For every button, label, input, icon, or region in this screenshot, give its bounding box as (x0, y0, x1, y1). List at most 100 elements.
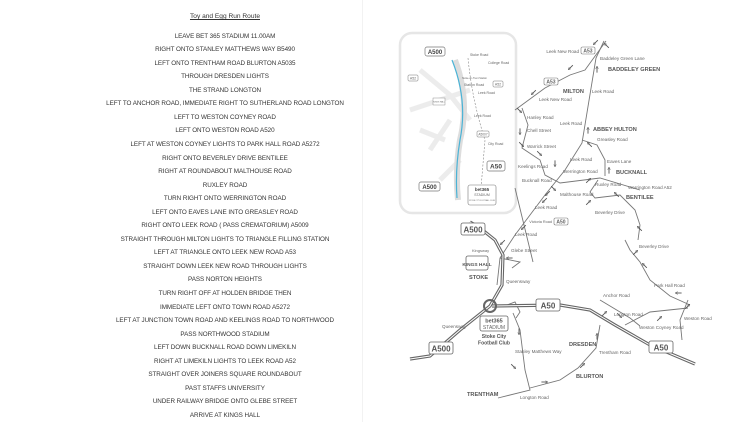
route-step: TURN RIGHT ONTO WERRINGTON ROAD (163, 195, 287, 203)
inset-a5007: A5007 (478, 133, 487, 137)
label-bucknall-road: Bucknall Road (522, 178, 552, 183)
label-beverley-drive: Beverley Drive (595, 210, 625, 215)
road-badge-a500: A500 (463, 226, 483, 235)
arrow-icon (601, 312, 606, 317)
town-stoke: STOKE (469, 275, 488, 281)
town-bentilee: BENTILEE (626, 195, 654, 201)
label-glebe-street: Glebe Street (511, 248, 538, 253)
arrow-icon (522, 224, 527, 229)
arrow-icon (543, 197, 548, 202)
route-step: LEFT ONTO EAVES LANE INTO GREASLEY ROAD (152, 208, 298, 216)
road-badge-a50-victoria: A50 (556, 220, 565, 226)
route-step: RIGHT ONTO BEVERLEY DRIVE BENTILEE (162, 154, 288, 162)
inset-leek-road-1: Leek Road (478, 91, 495, 95)
town-abbey-hulton: ABBEY HULTON (593, 127, 637, 133)
inset-college-road: College Road (488, 61, 509, 65)
label-stanley-matthews-way: Stanley Matthews Way (515, 349, 562, 354)
route-step: LEFT TO WESTON COYNEY ROAD (174, 113, 276, 121)
stadium-marker (479, 315, 509, 332)
route-directions: Toy and Egg Run Route LEAVE BET 365 STAD… (90, 10, 360, 422)
route-step: LEFT AT JUNCTION TOWN ROAD AND KEELINGS … (115, 317, 335, 325)
inset-club: STOKE CITY FOOTBALL CLUB (469, 199, 496, 202)
label-leek-road-3: Leek Road (570, 157, 593, 162)
label-ruxley-road: Ruxley Road (595, 182, 622, 187)
label-beverley-drive-2: Beverley Drive (639, 244, 669, 249)
label-club-2: Football Club (478, 341, 510, 347)
arrow-icon (516, 107, 521, 112)
route-step: STRAIGHT THROUGH MILTON LIGHTS TO TRIANG… (120, 235, 330, 243)
route-step: RIGHT AT ROUNDABOUT MALTHOUSE ROAD (158, 168, 292, 176)
label-leek-road: Leek Road (592, 89, 615, 94)
town-bucknall: BUCKNALL (616, 170, 648, 176)
label-werrington-road-a52: Werrington Road A52 (628, 185, 672, 190)
route-step: RUXLEY ROAD (202, 181, 248, 189)
arrow-icon (510, 363, 515, 368)
route-step: LEFT ONTO WESTON ROAD A520 (175, 127, 275, 135)
label-greasley-road: Greasley Road (597, 137, 628, 142)
label-leek-road-4: Leek Road (535, 205, 558, 210)
label-warrick-street: Warrick Street (527, 144, 557, 149)
label-stadium-brand: bet365 (485, 319, 502, 325)
route-title: Toy and Egg Run Route (189, 13, 260, 20)
inset-map: A500 Stoke Road College Road Stoke-on-Tr… (398, 31, 518, 215)
town-baddeley-green: BADDELEY GREEN (608, 67, 660, 73)
label-longton-road-2: Longton Road (520, 395, 549, 400)
label-hanley-road: Hanley Road (527, 115, 554, 120)
town-milton: MILTON (563, 89, 584, 95)
route-step: LEFT DOWN BUCKNALL ROAD DOWN LIMEKILN (154, 344, 296, 352)
page-fold-divider (362, 0, 363, 422)
arrow-icon (585, 179, 590, 184)
route-steps-list: LEAVE BET 365 STADIUM 11.00AM RIGHT ONTO … (90, 30, 360, 422)
route-step: PAST STAFFS UNIVERSITY (185, 384, 265, 392)
route-step: RIGHT ONTO STANLEY MATTHEWS WAY B5490 (155, 46, 295, 54)
arrow-icon (605, 44, 610, 49)
label-anchor-road: Anchor Road (603, 293, 630, 298)
route-step: LEFT TO ANCHOR ROAD, IMMEDIATE RIGHT TO … (106, 100, 344, 108)
inset-stoke-road: Stoke Road (470, 53, 488, 57)
label-baddeley-green-lane: Baddeley Green Lane (600, 56, 645, 61)
inset-leek-road-2: Leek Road (474, 114, 491, 118)
route-step: LEAVE BET 365 STADIUM 11.00AM (174, 32, 276, 40)
inset-kings-hall: KINGS HALL (433, 101, 446, 104)
arrow-icon (536, 150, 541, 155)
label-queensway: Queensway (506, 279, 531, 284)
inset-a50: A50 (490, 164, 502, 171)
label-werrington-road: Werrington Road (563, 169, 598, 174)
arrow-icon (638, 227, 643, 232)
route-step: LEFT ONTO TRENTHAM ROAD BLURTON A5035 (154, 59, 296, 67)
route-step: ARRIVE AT KINGS HALL (189, 411, 261, 419)
arrow-icon (546, 190, 551, 195)
arrow-icon (643, 264, 648, 269)
label-victoria-road: Victoria Road (529, 220, 552, 224)
label-stadium: STADIUM (483, 325, 505, 331)
route-step: IMMEDIATE LEFT ONTO TOWN ROAD A5272 (160, 303, 290, 311)
inset-stadium: STADIUM (474, 193, 490, 197)
inset-city-road: City Road (488, 142, 503, 146)
inset-station-road: Station Road (464, 83, 484, 87)
route-step: THROUGH DRESDEN LIGHTS (181, 73, 269, 81)
label-trentham-road: Trentham Road (599, 350, 631, 355)
label-leek-new-road: Leek New Road (546, 49, 579, 54)
arrow-icon (656, 317, 661, 322)
label-leek-road-2: Leek Road (560, 121, 583, 126)
road-badge-a53-mid: A53 (546, 80, 555, 86)
label-queensway-2: Queensway (442, 324, 467, 329)
route-step: PASS NORTHWOOD STADIUM (180, 330, 270, 338)
town-trentham: TRENTHAM (467, 392, 499, 398)
label-weston-road: Weston Road (684, 316, 712, 321)
arrow-icon (684, 305, 689, 310)
road-badge-a53: A53 (583, 49, 592, 55)
arrow-icon (594, 39, 599, 44)
label-eaves-lane: Eaves Lane (607, 159, 632, 164)
arrow-icon (550, 185, 555, 190)
road-badge-a500-bottom: A500 (431, 345, 451, 354)
inset-station: Stoke-on-Trent Station (462, 77, 488, 80)
map-labels: Leek New Road A53 Baddeley Green Lane BA… (428, 46, 712, 400)
inset-a500-bottom: A500 (422, 185, 437, 191)
route-step: STRAIGHT OVER JOINERS SQUARE ROUNDABOUT (148, 371, 302, 379)
arrow-icon (585, 201, 590, 206)
arrow-icon (616, 312, 621, 317)
arrow-icon (615, 193, 620, 198)
route-step: RIGHT AT LIMEKILN LIGHTS TO LEEK ROAD A5… (154, 357, 296, 365)
